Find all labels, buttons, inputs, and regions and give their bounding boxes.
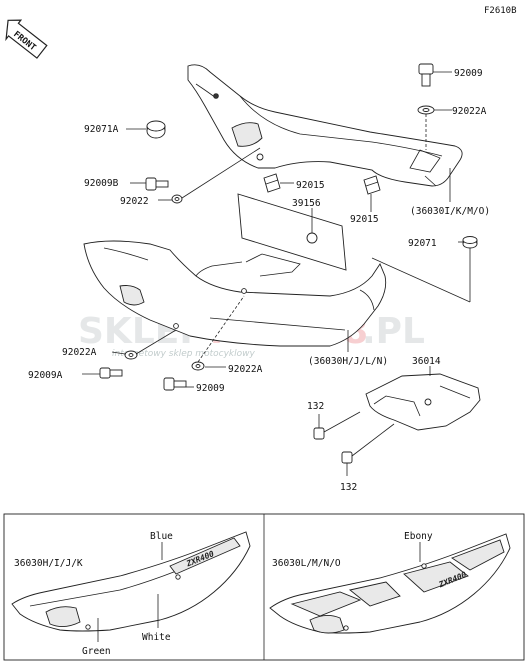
label-92071: 92071 bbox=[408, 238, 437, 249]
washer-92022a-bottom bbox=[191, 295, 245, 371]
label-92022a-top: 92022A bbox=[452, 106, 487, 117]
bolt-92009-top bbox=[418, 63, 452, 87]
front-arrow-icon: FRONT bbox=[5, 19, 48, 59]
label-92022a-bottom: 92022A bbox=[228, 364, 263, 375]
inner-cover-panel bbox=[187, 64, 463, 187]
bolt-92009a bbox=[82, 367, 123, 379]
label-36014: 36014 bbox=[412, 356, 441, 367]
inset-left-green: Green bbox=[82, 646, 111, 657]
inset-right-part: 36030L/M/N/O bbox=[272, 558, 341, 569]
diagram-code: F2610B bbox=[484, 6, 517, 16]
label-92015-right: 92015 bbox=[350, 214, 379, 225]
label-92009-bottom: 92009 bbox=[196, 383, 225, 394]
label-92022: 92022 bbox=[120, 196, 149, 207]
inset-left: 36030H/I/J/K Blue ZXR400 White Green bbox=[11, 531, 251, 657]
bolt-132-bottom bbox=[341, 423, 395, 476]
label-92009-top: 92009 bbox=[454, 68, 483, 79]
clip-92015-left bbox=[263, 173, 294, 193]
washer-92022a-top bbox=[417, 105, 452, 150]
label-36030-ikmo: (36030I/K/M/O) bbox=[410, 206, 490, 217]
inset-left-white: White bbox=[142, 632, 171, 643]
inset-right-ebony: Ebony bbox=[404, 531, 433, 542]
bracket-36014 bbox=[365, 366, 481, 431]
grommet-92071 bbox=[371, 236, 478, 303]
bolt-92009b bbox=[130, 177, 169, 191]
watermark-sub: internetowy sklep motocyklowy bbox=[112, 349, 255, 359]
label-132-bottom: 132 bbox=[340, 482, 357, 493]
bolt-92009-bottom bbox=[163, 377, 194, 391]
grommet-92071a bbox=[126, 120, 166, 139]
label-92015-left: 92015 bbox=[296, 180, 325, 191]
label-92022a-mid: 92022A bbox=[62, 347, 97, 358]
label-92009a: 92009A bbox=[28, 370, 63, 381]
label-132-top: 132 bbox=[307, 401, 324, 412]
label-39156: 39156 bbox=[292, 198, 321, 209]
plate-39156 bbox=[237, 193, 347, 271]
clip-92015-right bbox=[363, 175, 381, 212]
inset-right: 36030L/M/N/O Ebony ZXR400 bbox=[269, 531, 511, 634]
washer-92022 bbox=[158, 147, 261, 204]
label-92009b: 92009B bbox=[84, 178, 119, 189]
watermark-right: .PL bbox=[362, 311, 425, 352]
bolt-132-top bbox=[313, 411, 361, 440]
inset-left-part: 36030H/I/J/K bbox=[14, 558, 83, 569]
inset-left-blue: Blue bbox=[150, 531, 173, 542]
label-92071a: 92071A bbox=[84, 124, 119, 135]
washer-92022a-mid bbox=[111, 329, 177, 360]
side-cover-panel bbox=[83, 240, 387, 347]
label-36030-hjln: (36030H/J/L/N) bbox=[308, 356, 388, 367]
